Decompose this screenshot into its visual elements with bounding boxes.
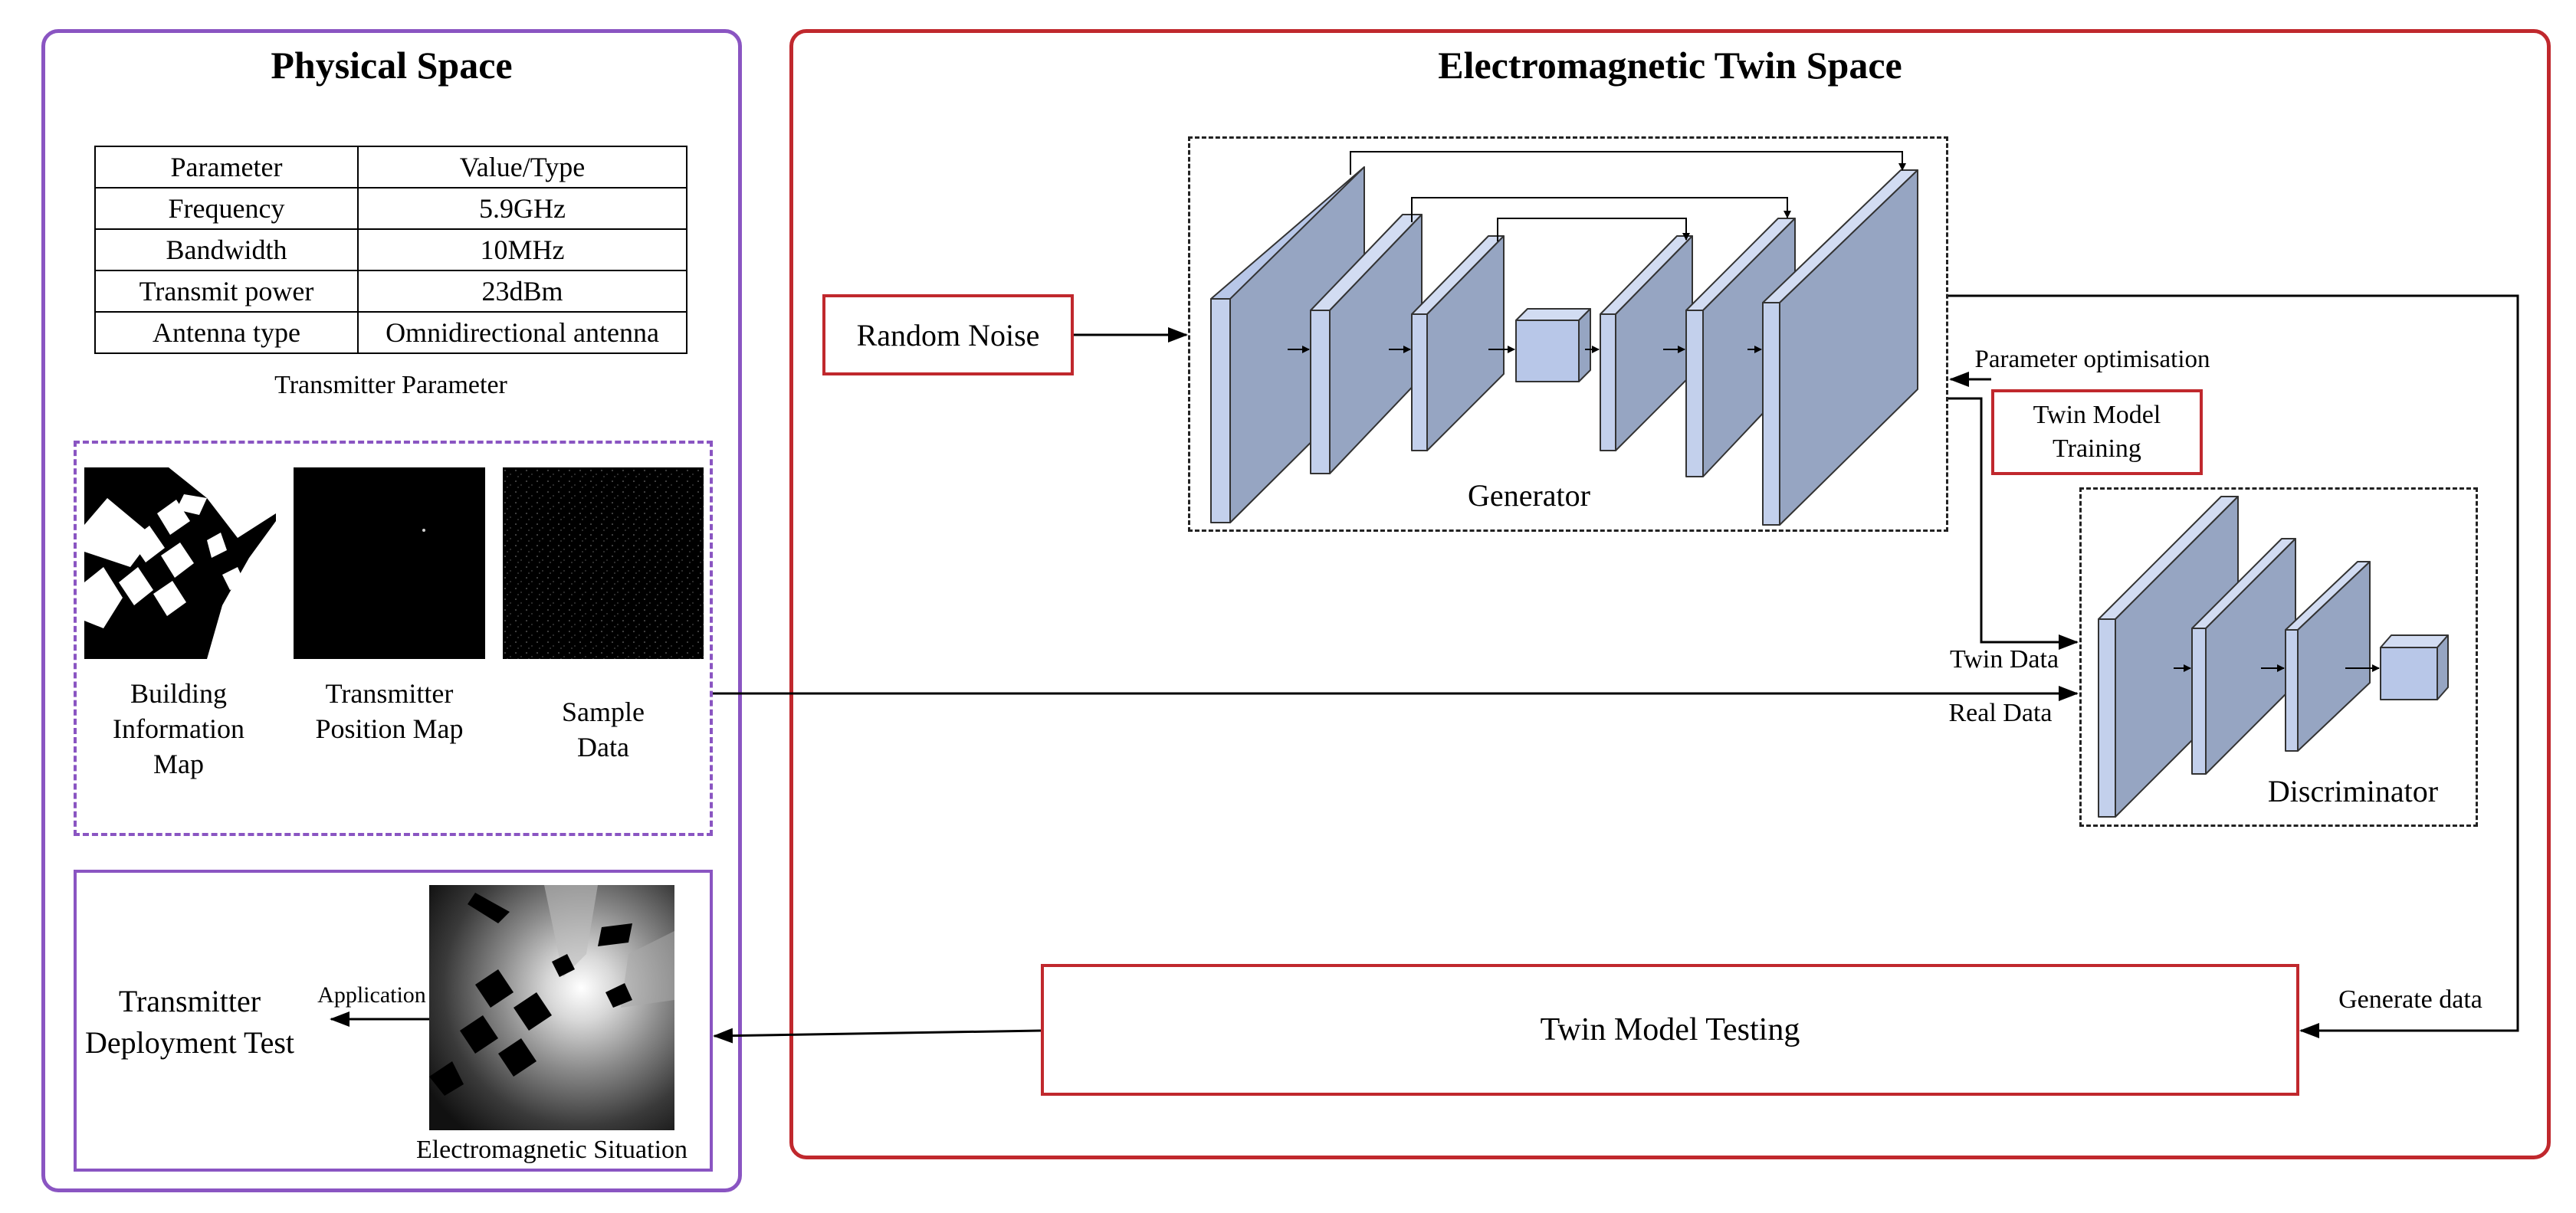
table-caption: Transmitter Parameter: [274, 371, 507, 399]
transmitter-position-map-image: [294, 467, 485, 659]
physical-space-title: Physical Space: [271, 44, 513, 87]
deployment-output-box: [74, 870, 713, 1172]
table-cell: Transmit power: [94, 270, 359, 313]
application-label: Application: [317, 982, 426, 1008]
electromagnetic-twin-space-title: Electromagnetic Twin Space: [1438, 44, 1902, 87]
real-data-label: Real Data: [1948, 699, 2053, 727]
parameter-optimisation-label: Parameter optimisation: [1974, 346, 2210, 373]
building-information-map-image: [84, 467, 276, 659]
building-information-map-label: Building Information Map: [113, 678, 244, 779]
discriminator-layers: [2098, 496, 2449, 818]
discriminator-box: [2079, 487, 2478, 827]
table-header-cell: Parameter: [94, 146, 359, 189]
generator-box: [1188, 136, 1948, 532]
table-cell: 23dBm: [357, 270, 687, 313]
random-noise-box: Random Noise: [822, 294, 1074, 375]
generator-label: Generator: [1468, 478, 1590, 513]
twin-model-training-box: Twin Model Training: [1991, 389, 2203, 475]
twin-model-testing-box: Twin Model Testing: [1041, 964, 2299, 1096]
table-header-cell: Value/Type: [357, 146, 687, 189]
table-cell: Omnidirectional antenna: [357, 311, 687, 354]
input-data-group: [74, 441, 713, 836]
electromagnetic-situation-label: Electromagnetic Situation: [415, 1136, 688, 1164]
sample-data-image: [503, 467, 704, 659]
table-row: Antenna type Omnidirectional antenna: [94, 311, 687, 354]
twin-model-training-label: Twin Model Training: [2033, 401, 2161, 463]
transmitter-position-map-label: Transmitter Position Map: [315, 678, 464, 744]
twin-data-label: Twin Data: [1949, 645, 2059, 674]
generator-layers: [1210, 166, 1918, 526]
discriminator-label: Discriminator: [2267, 774, 2439, 808]
table-cell: Bandwidth: [94, 228, 359, 271]
transmitter-parameter-table: Parameter Value/Type Frequency 5.9GHz Ba…: [94, 146, 687, 354]
physical-space-panel: [41, 29, 742, 1192]
twin-model-testing-label: Twin Model Testing: [1540, 1012, 1800, 1047]
transmitter-deployment-test-label: Transmitter Deployment Test: [84, 984, 295, 1060]
table-row: Frequency 5.9GHz: [94, 187, 687, 230]
electromagnetic-twin-space-panel: [789, 29, 2551, 1159]
table-row: Transmit power 23dBm: [94, 270, 687, 313]
table-cell: Antenna type: [94, 311, 359, 354]
table-header-row: Parameter Value/Type: [94, 146, 687, 189]
random-noise-label: Random Noise: [856, 317, 1040, 352]
table-cell: 5.9GHz: [357, 187, 687, 230]
table-cell: 10MHz: [357, 228, 687, 271]
sample-data-label: Sample Data: [562, 697, 645, 762]
generate-data-label: Generate data: [2338, 985, 2482, 1014]
table-row: Bandwidth 10MHz: [94, 228, 687, 271]
table-cell: Frequency: [94, 187, 359, 230]
electromagnetic-situation-image: [429, 885, 674, 1130]
